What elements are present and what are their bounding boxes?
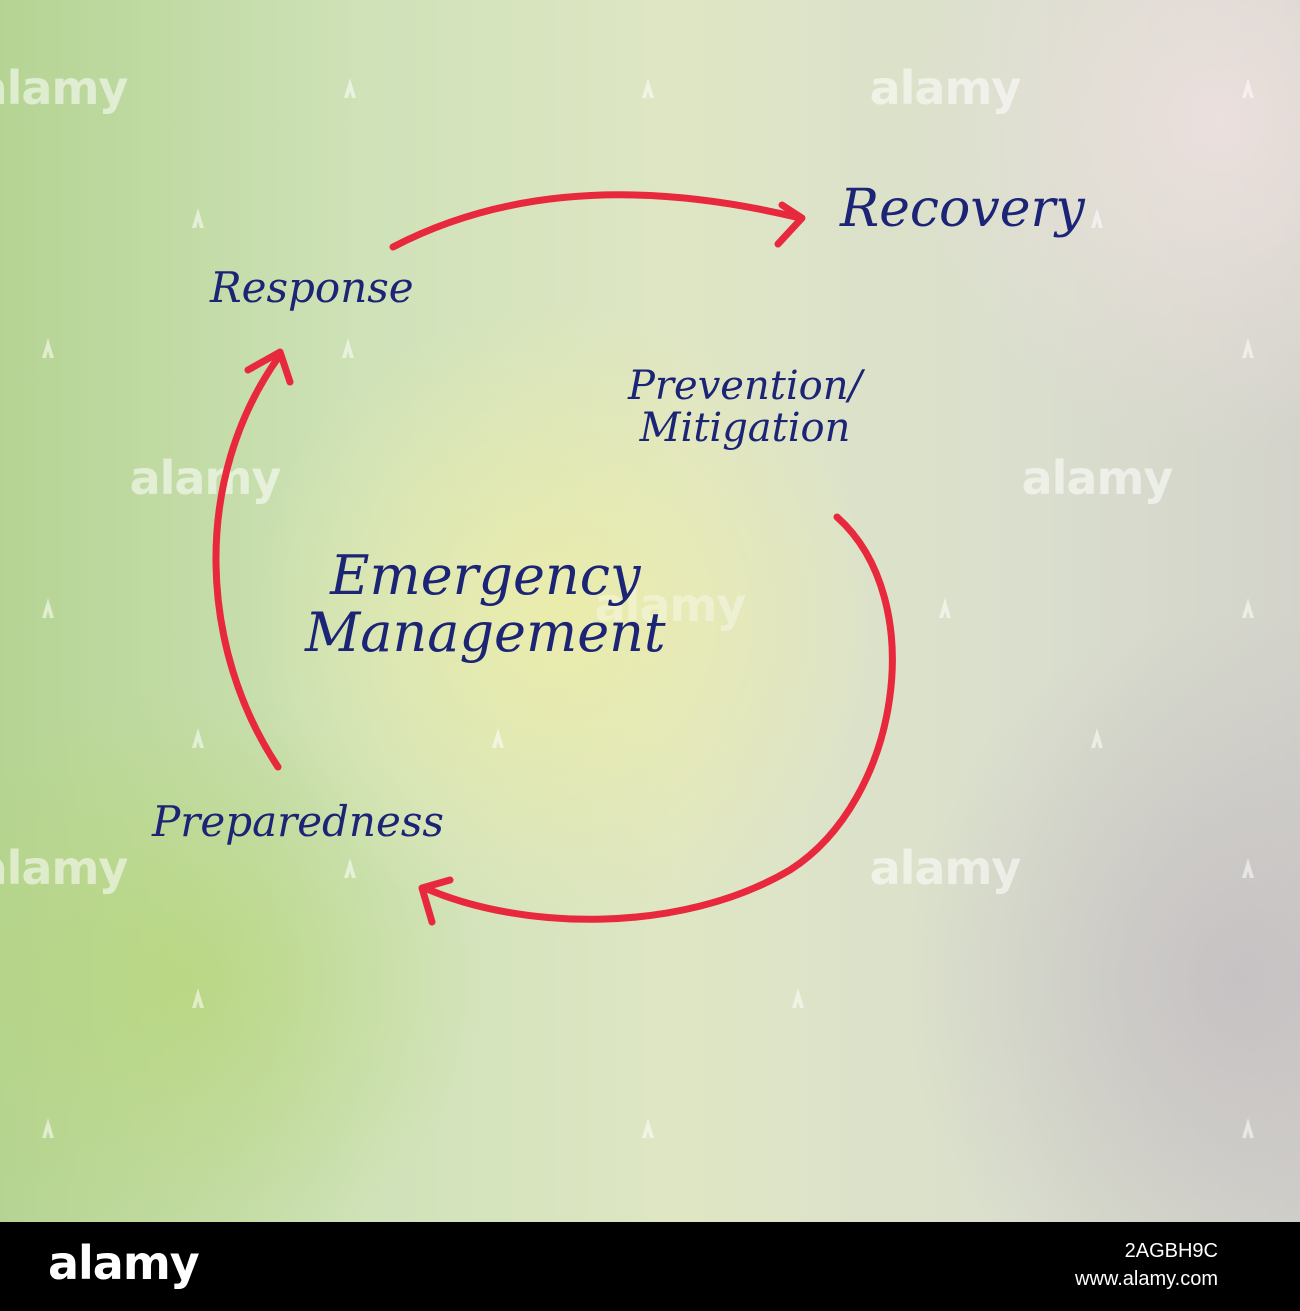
watermark-mark: [1242, 1118, 1254, 1138]
watermark-mark: [492, 728, 504, 748]
watermark-text: alamy: [594, 578, 747, 632]
arrowhead-recovery: [774, 201, 806, 248]
arrow-preparedness-to-response: [212, 351, 284, 771]
watermark-mark: [42, 338, 54, 358]
watermark-mark: [344, 78, 356, 98]
watermark-mark: [642, 1118, 654, 1138]
watermark-mark: [192, 208, 204, 228]
stage-label-recovery: Recovery: [840, 182, 1085, 237]
watermark-text: alamy: [869, 61, 1022, 115]
watermark-mark: [1242, 78, 1254, 98]
diagram-canvas: alamy alamy alamy alamy alamy alamy alam…: [0, 0, 1300, 1222]
watermark-text: alamy: [869, 841, 1022, 895]
watermark-mark: [344, 858, 356, 878]
stage-label-line: Prevention/: [628, 363, 862, 409]
watermark-mark: [939, 598, 951, 618]
footer-url: www.alamy.com: [1075, 1268, 1218, 1290]
stage-label-text: Response: [210, 263, 414, 312]
stage-label-line: Mitigation: [639, 405, 851, 451]
arrowhead-preparedness: [418, 876, 454, 926]
watermark-text: alamy: [129, 451, 282, 505]
watermark-mark: [1242, 858, 1254, 878]
arrowhead-response: [244, 348, 294, 386]
watermark-text: alamy: [1021, 451, 1174, 505]
watermark-mark: [1091, 728, 1103, 748]
diagram-title-line: Management: [305, 600, 666, 664]
watermark-text: alamy: [0, 61, 128, 115]
watermark-mark: [192, 728, 204, 748]
stage-label-response: Response: [210, 263, 414, 312]
diagram-title: Emergency Management: [305, 544, 666, 664]
watermark-mark: [1242, 598, 1254, 618]
arrow-prevention-to-preparedness: [421, 513, 896, 923]
watermark-mark: [1091, 208, 1103, 228]
watermark-mark: [42, 1118, 54, 1138]
watermark-mark: [792, 988, 804, 1008]
watermark-mark: [642, 78, 654, 98]
stage-label-text: Recovery: [840, 179, 1085, 239]
stage-label-prevention-mitigation: Prevention/ Mitigation: [628, 365, 862, 449]
arrow-response-to-recovery: [389, 191, 804, 251]
footer-logo: alamy: [48, 1236, 200, 1290]
watermark-mark: [1242, 338, 1254, 358]
stage-label-text: Preparedness: [152, 797, 444, 846]
stage-label-preparedness: Preparedness: [152, 797, 444, 846]
footer-bar: alamy 2AGBH9C www.alamy.com: [0, 1222, 1300, 1311]
cycle-arrows: [212, 191, 896, 926]
watermark-text: alamy: [0, 841, 128, 895]
watermark-mark: [342, 338, 354, 358]
arrow-group: [212, 191, 896, 926]
footer-image-id: 2AGBH9C: [1124, 1240, 1218, 1262]
watermark-mark: [192, 988, 204, 1008]
watermark-mark: [42, 598, 54, 618]
diagram-title-line: Emergency: [330, 544, 641, 607]
